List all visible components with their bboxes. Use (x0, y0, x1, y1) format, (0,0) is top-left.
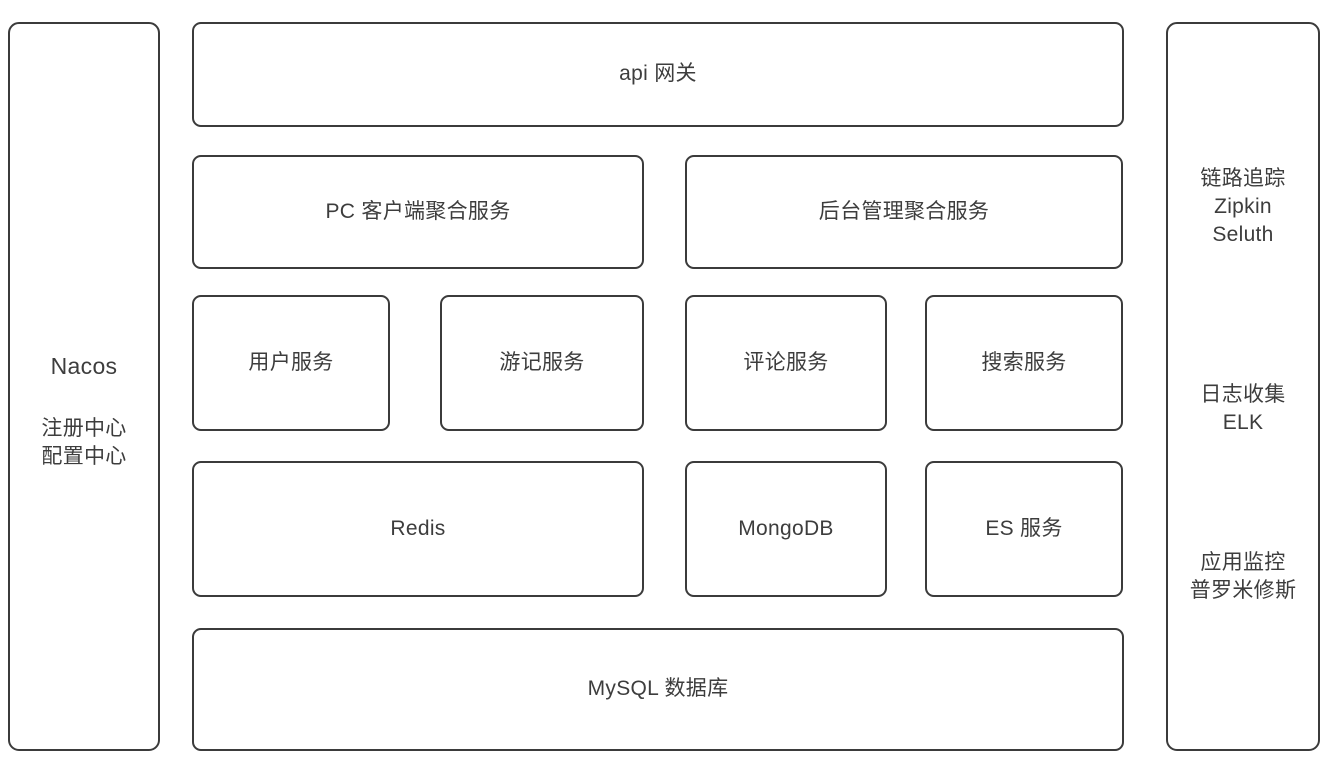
observability-logging-label: 日志收集 ELK (1200, 383, 1286, 434)
box-mongodb: MongoDB (685, 461, 887, 597)
box-api-gateway: api 网关 (192, 22, 1124, 127)
observability-monitoring-label: 应用监控 普罗米修斯 (1189, 551, 1297, 602)
box-search-service: 搜索服务 (925, 295, 1123, 431)
box-admin-aggregation-service: 后台管理聚合服务 (685, 155, 1123, 269)
right-panel-observability: 链路追踪 Zipkin Seluth 日志收集 ELK 应用监控 普罗米修斯 (1166, 22, 1320, 751)
left-panel-nacos: Nacos 注册中心 配置中心 (8, 22, 160, 751)
box-mysql-database: MySQL 数据库 (192, 628, 1124, 751)
box-travelnote-service: 游记服务 (440, 295, 644, 431)
box-es-service: ES 服务 (925, 461, 1123, 597)
nacos-title: Nacos (50, 353, 118, 379)
box-comment-service: 评论服务 (685, 295, 887, 431)
box-redis: Redis (192, 461, 644, 597)
box-user-service: 用户服务 (192, 295, 390, 431)
box-pc-client-aggregation-service: PC 客户端聚合服务 (192, 155, 644, 269)
nacos-subtitle: 注册中心 配置中心 (41, 417, 127, 468)
observability-tracing-label: 链路追踪 Zipkin Seluth (1200, 167, 1286, 246)
